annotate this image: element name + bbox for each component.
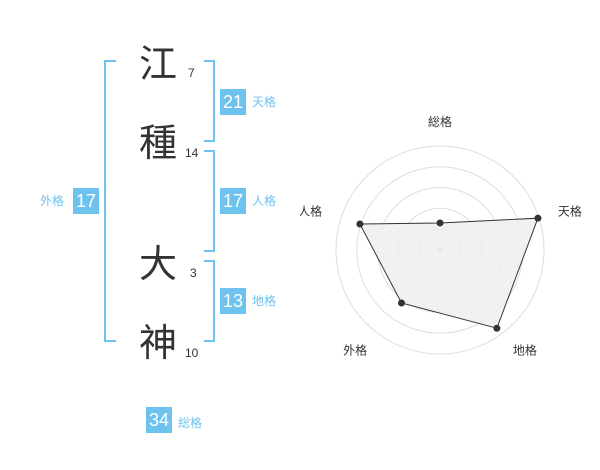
jinkaku-label: 人格 xyxy=(252,194,277,208)
gaikaku-bracket xyxy=(104,60,116,342)
radar-polygon xyxy=(359,217,539,329)
radar-ring xyxy=(335,145,545,355)
name-char-3: 大 xyxy=(138,242,177,286)
stroke-count-2: 14 xyxy=(185,146,199,160)
stroke-count-3: 3 xyxy=(190,266,197,280)
gaikaku-label: 外格 xyxy=(40,194,65,208)
tenkaku-value: 21 xyxy=(220,89,246,115)
chikaku-value: 13 xyxy=(220,288,246,314)
radar-point-5 xyxy=(356,220,364,228)
chikaku-bracket xyxy=(204,260,215,342)
gaikaku-value: 17 xyxy=(73,188,99,214)
radar-point-2 xyxy=(534,214,542,222)
radar-axis-label-5: 人格 xyxy=(300,204,322,219)
jinkaku-value: 17 xyxy=(220,188,246,214)
tenkaku-bracket xyxy=(204,60,215,142)
stroke-count-1: 7 xyxy=(188,66,195,80)
radar-axis-label-4: 外格 xyxy=(343,342,367,357)
name-char-4: 神 xyxy=(138,321,177,365)
radar-point-4 xyxy=(397,299,405,307)
radar-axis-label-2: 天格 xyxy=(558,204,582,219)
stroke-count-4: 10 xyxy=(185,346,199,360)
soukaku-label: 総格 xyxy=(178,416,203,430)
name-char-1: 江 xyxy=(138,42,177,86)
jinkaku-bracket xyxy=(204,150,215,252)
name-char-2: 種 xyxy=(138,121,177,165)
radar-point-1 xyxy=(436,219,444,227)
tenkaku-label: 天格 xyxy=(252,95,277,109)
radar-axis-label-3: 地格 xyxy=(513,342,537,357)
soukaku-value: 34 xyxy=(146,407,172,433)
radar-axis-label-1: 総格 xyxy=(428,114,452,129)
radar-point-3 xyxy=(493,324,501,332)
chikaku-label: 地格 xyxy=(252,294,277,308)
